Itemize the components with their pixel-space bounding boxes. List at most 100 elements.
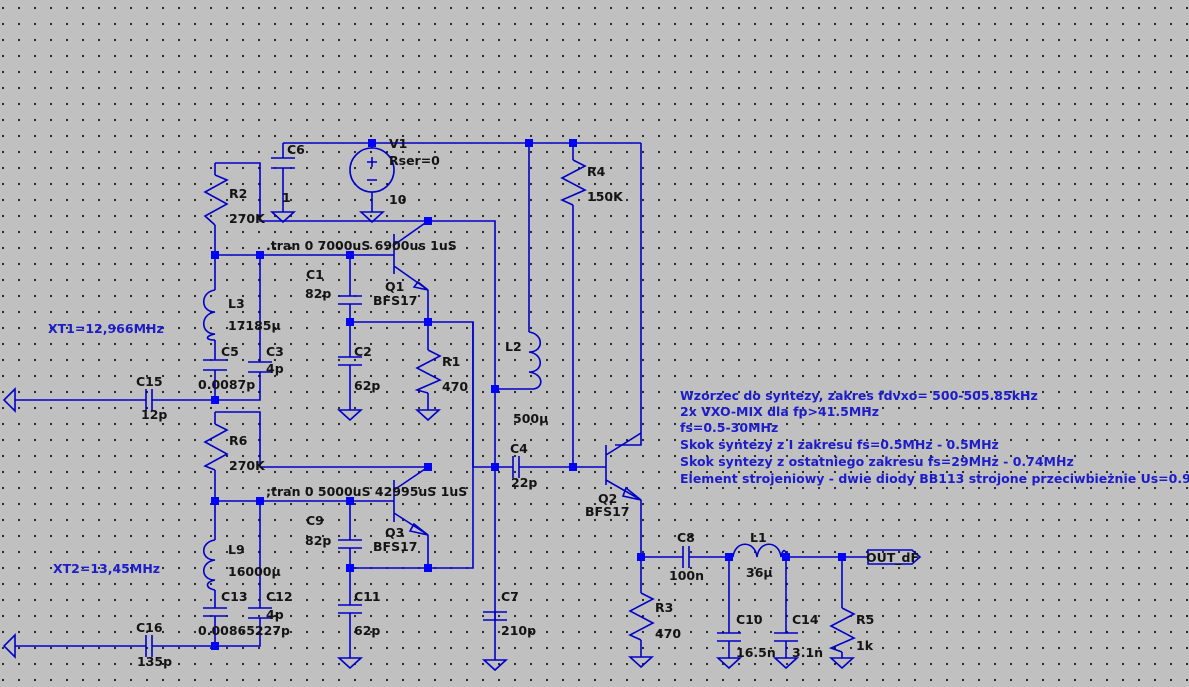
capacitor-c8[interactable] <box>682 546 690 568</box>
v1-name: V1 <box>389 136 407 151</box>
r6-value: 270K <box>229 458 266 473</box>
ground-icon <box>336 409 364 422</box>
capacitor-c1[interactable] <box>338 295 362 305</box>
inductor-l3[interactable] <box>202 289 216 341</box>
inductor-l1[interactable] <box>732 543 788 558</box>
c14-name: C14 <box>792 612 819 627</box>
wire-c3-right[interactable] <box>215 372 261 401</box>
l2-value: 500μ <box>513 411 548 426</box>
wire-r6-loop[interactable] <box>215 411 428 468</box>
ground-symbols <box>269 211 856 672</box>
capacitor-c2[interactable] <box>338 356 362 366</box>
wire-rail-right[interactable] <box>615 143 642 446</box>
r2-value: 270K <box>229 211 266 226</box>
transistor-q2[interactable] <box>605 432 642 501</box>
c7-name: C7 <box>501 589 519 604</box>
wires <box>15 142 868 660</box>
tran-directive-2[interactable]: ;tran 0 5000uS 42995uS 1uS <box>266 484 467 499</box>
capacitor-c4[interactable] <box>512 456 520 478</box>
r2-name: R2 <box>229 186 247 201</box>
c16-name: C16 <box>136 620 163 635</box>
resistor-r1[interactable] <box>414 349 442 394</box>
c11-name: C11 <box>354 589 381 604</box>
annotations: .tran 0 7000uS 6900us 1uS ;tran 0 5000uS… <box>48 238 1189 576</box>
resistor-r5[interactable] <box>828 607 856 653</box>
r5-value: 1k <box>856 638 874 653</box>
ground-icon <box>336 657 364 670</box>
capacitor-c10[interactable] <box>717 632 741 642</box>
c4-value: 22p <box>511 475 537 490</box>
comment-note-line[interactable]: Skok syntezy z ostatniego zakresu fs=29M… <box>680 454 1074 469</box>
l9-value: 16000μ <box>228 564 281 579</box>
resistor-r2[interactable] <box>203 174 229 226</box>
c9-name: C9 <box>306 513 324 528</box>
inductor-l2[interactable] <box>528 331 542 390</box>
r3-name: R3 <box>655 600 673 615</box>
capacitor-c11[interactable] <box>338 604 362 614</box>
l3-value: 17185μ <box>228 318 281 333</box>
port-xt1-arrow-icon[interactable] <box>2 387 16 413</box>
r4-name: R4 <box>587 164 606 179</box>
comment-xt2[interactable]: XT2=13,45MHz <box>53 561 160 576</box>
r5-name: R5 <box>856 612 874 627</box>
q3-value: BFS17 <box>373 539 417 554</box>
ground-icon <box>772 657 800 670</box>
ground-icon <box>627 656 655 669</box>
c6-value: 1 <box>282 190 291 205</box>
capacitor-c16[interactable] <box>145 635 153 657</box>
transistor-q1[interactable] <box>393 220 429 291</box>
resistor-r3[interactable] <box>628 592 655 641</box>
capacitor-c14[interactable] <box>774 632 798 642</box>
capacitor-c6[interactable] <box>271 157 295 169</box>
r1-value: 470 <box>442 379 468 394</box>
c14-value: 3.1n <box>792 645 823 660</box>
q3-name: Q3 <box>385 525 404 540</box>
resistor-r4[interactable] <box>560 159 587 206</box>
capacitor-c13[interactable] <box>203 607 227 617</box>
wire-q3-emit-node[interactable] <box>350 322 474 569</box>
tran-directive-1[interactable]: .tran 0 7000uS 6900us 1uS <box>266 238 457 253</box>
junctions <box>211 139 846 650</box>
ground-icon <box>358 211 386 224</box>
resistor-r6[interactable] <box>203 423 229 471</box>
port-xt2-arrow-icon[interactable] <box>2 633 16 659</box>
r3-value: 470 <box>655 626 681 641</box>
comment-note-line[interactable]: Element strojeniowy - dwie diody BB113 s… <box>680 471 1189 486</box>
c3-value: 4p <box>266 361 284 376</box>
capacitor-c15[interactable] <box>145 389 153 411</box>
capacitor-c3[interactable] <box>248 361 272 373</box>
comment-note-line[interactable]: Wzorzec do syntezy, zakres fdvxo= 500-50… <box>680 388 1038 403</box>
inductor-l9[interactable] <box>202 539 216 591</box>
comment-note-line[interactable]: 2x VXO-MIX dla fp>41.5MHz <box>680 404 879 419</box>
r4-value: 150K <box>587 189 624 204</box>
voltage-source-v1[interactable] <box>349 143 395 212</box>
wire-c12b[interactable] <box>215 618 261 647</box>
comment-note-line[interactable]: fs=0.5-30MHz <box>680 420 778 435</box>
c15-name: C15 <box>136 374 163 389</box>
net-label-out[interactable]: OUT_dF <box>866 550 919 566</box>
r6-name: R6 <box>229 433 248 448</box>
capacitor-c9[interactable] <box>338 539 362 549</box>
c5-value: 0.0087p <box>198 377 255 392</box>
transistor-q3[interactable] <box>393 466 429 536</box>
wire-r2-loop[interactable] <box>215 162 496 660</box>
capacitor-c7[interactable] <box>483 611 507 621</box>
comment-xt1[interactable]: XT1=12,966MHz <box>48 321 164 336</box>
l1-name: L1 <box>750 530 767 545</box>
ground-icon <box>715 657 743 670</box>
c2-name: C2 <box>354 344 372 359</box>
c1-name: C1 <box>306 267 324 282</box>
c4-name: C4 <box>510 441 528 456</box>
c1-value: 82p <box>305 286 331 301</box>
comment-note-line[interactable]: Skok syntezy z I zakresu fs=0.5MHz - 0.5… <box>680 437 999 452</box>
ground-icon <box>481 659 509 672</box>
c10-value: 16.5n <box>736 645 776 660</box>
ground-icon <box>828 657 856 670</box>
net-label-out-box[interactable] <box>867 549 922 565</box>
capacitor-c5[interactable] <box>203 359 227 371</box>
c9-value: 82p <box>305 533 331 548</box>
c13-value: 0.00865227p <box>198 623 290 638</box>
l1-value: 36μ <box>746 565 773 580</box>
capacitor-c12[interactable] <box>248 607 272 619</box>
